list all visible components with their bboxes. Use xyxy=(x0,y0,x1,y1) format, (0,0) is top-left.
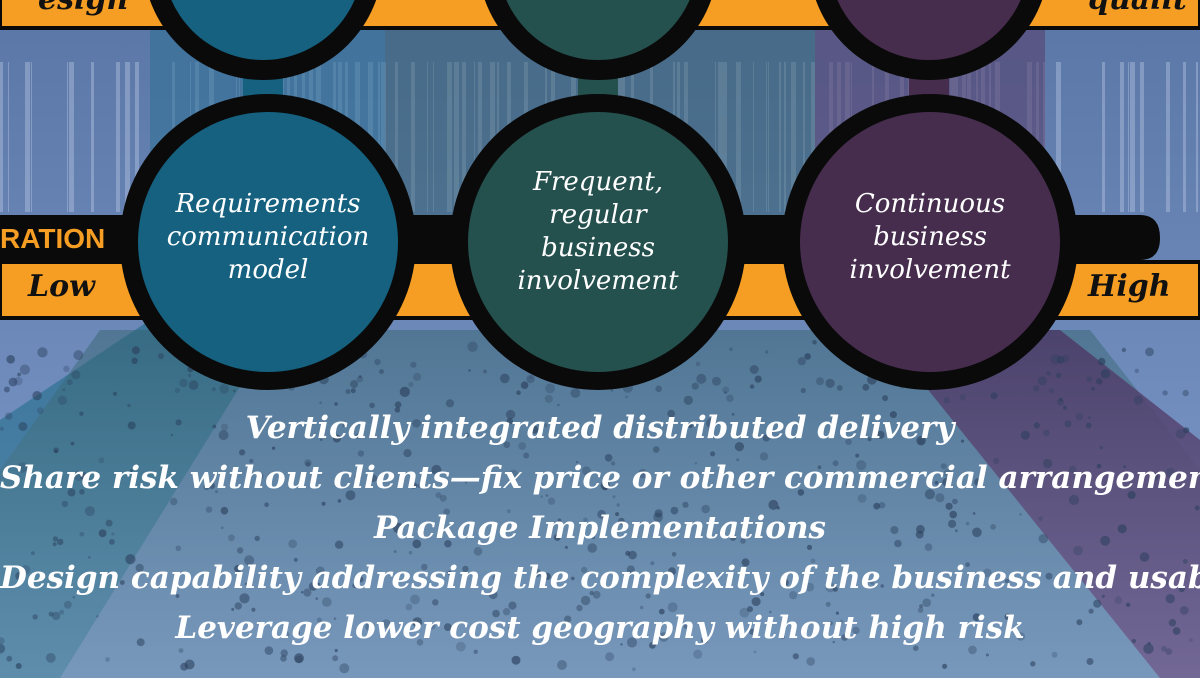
capability-1: Vertically integrated distributed delive… xyxy=(245,410,955,446)
stage-label-line: Requirements xyxy=(175,189,361,219)
stage-label-line: model xyxy=(227,255,309,285)
beam-middle xyxy=(0,330,1200,678)
stage-label-1: Requirements communication model xyxy=(148,188,388,287)
top-bar-left-text: esign xyxy=(38,0,128,17)
top-bar-right-text: qualit xyxy=(1088,0,1187,17)
stage-label-line: Frequent, xyxy=(532,167,664,197)
stage-circle-3 xyxy=(800,112,1060,372)
stage-label-line: regular xyxy=(549,200,647,230)
capability-5: Leverage lower cost geography without hi… xyxy=(175,610,1025,646)
capability-2: Share risk without clients—fix price or … xyxy=(0,460,1200,496)
top-circle-2 xyxy=(506,0,690,60)
stage-label-line: communication xyxy=(166,222,370,252)
beam-right xyxy=(880,330,1200,678)
capability-4: Design capability addressing the complex… xyxy=(0,560,1200,596)
capability-3: Package Implementations xyxy=(374,510,826,546)
stage-circle-1 xyxy=(138,112,398,372)
stage-label-line: business xyxy=(873,222,987,252)
stage-label-line: involvement xyxy=(849,255,1011,285)
stage-label-line: Continuous xyxy=(854,189,1006,219)
stage-label-line: business xyxy=(541,233,655,263)
scale-low-label: Low xyxy=(28,269,95,304)
stage-label-line: involvement xyxy=(517,266,679,296)
stage-circle-2 xyxy=(468,112,728,372)
scale-high-label: High xyxy=(1088,269,1171,304)
stage-label-2: Frequent, regular business involvement xyxy=(478,166,718,298)
top-circle-1 xyxy=(171,0,355,60)
row-label: RATION xyxy=(0,223,106,254)
top-circle-3 xyxy=(837,0,1021,60)
stage-label-3: Continuous business involvement xyxy=(810,188,1050,287)
dot-texture xyxy=(0,338,1200,674)
